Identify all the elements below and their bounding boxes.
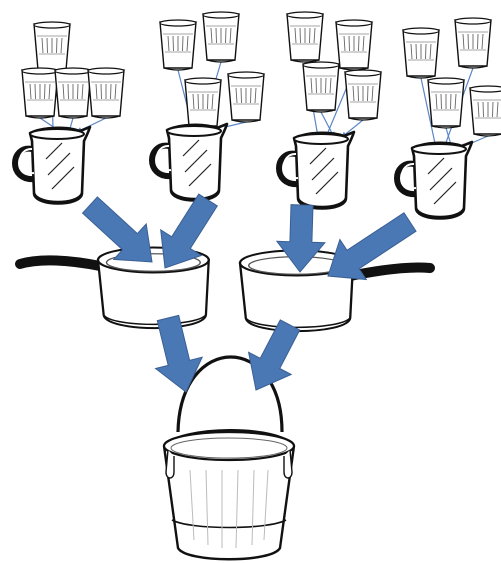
pitcher-4: [397, 142, 472, 219]
glass-1-2: [22, 68, 58, 118]
pitcher-1: [15, 127, 90, 204]
glass-3-3: [303, 62, 339, 112]
pitchers-layer: [15, 124, 472, 219]
glass-3-4: [345, 70, 381, 120]
flow-arrow-5: [156, 315, 203, 392]
flow-arrow-2: [161, 194, 218, 268]
pitcher-3: [279, 132, 354, 209]
glass-4-3: [428, 78, 464, 128]
glass-2-2: [203, 12, 239, 62]
glass-4-2: [455, 18, 491, 68]
glass-2-4: [228, 72, 264, 122]
glass-1-4: [88, 68, 124, 118]
glass-2-3: [185, 78, 221, 128]
glass-4-1: [403, 28, 439, 78]
glass-1-3: [55, 68, 91, 118]
glass-3-1: [287, 12, 323, 62]
pitcher-2: [152, 124, 227, 201]
glass-2-1: [160, 20, 196, 70]
glass-4-4: [470, 86, 501, 136]
glass-1-1: [34, 22, 70, 72]
glass-3-2: [336, 20, 372, 70]
